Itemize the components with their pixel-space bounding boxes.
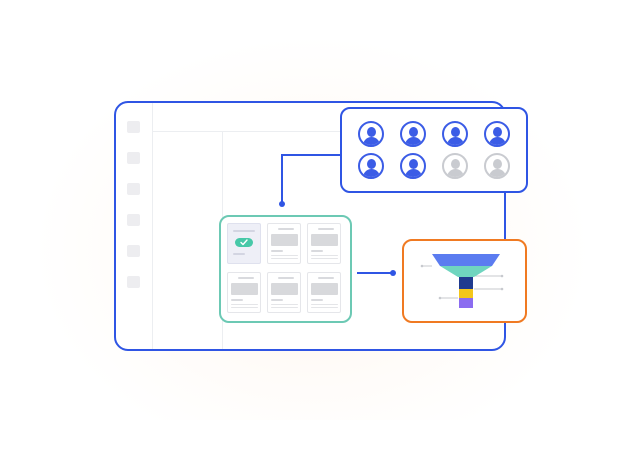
sidebar-item-icon[interactable] [127,183,140,195]
user-icon-inactive[interactable] [484,153,510,179]
user-icon[interactable] [442,121,468,147]
sidebar-item-icon[interactable] [127,152,140,164]
user-icon[interactable] [358,153,384,179]
audience-panel[interactable] [340,107,528,193]
user-icon[interactable] [358,121,384,147]
board-card-selected[interactable] [227,223,261,264]
check-icon [235,238,253,247]
board-card[interactable] [307,272,341,313]
sidebar-item-icon[interactable] [127,245,140,257]
funnel-panel[interactable] [402,239,527,323]
app-sidebar [116,103,153,349]
connector-dot [390,270,396,276]
board-panel[interactable] [219,215,352,323]
board-card[interactable] [307,223,341,264]
user-icon[interactable] [400,153,426,179]
board-card[interactable] [267,272,301,313]
user-icon[interactable] [484,121,510,147]
connector-dot [279,201,285,207]
user-icon-inactive[interactable] [442,153,468,179]
funnel-icon [420,254,504,308]
toolbar-divider [152,131,504,132]
board-card[interactable] [267,223,301,264]
sidebar-item-icon[interactable] [127,276,140,288]
sidebar-item-icon[interactable] [127,214,140,226]
board-card[interactable] [227,272,261,313]
connector-line [282,154,340,156]
connector-line [357,272,393,274]
connector-line [281,154,283,204]
user-icon[interactable] [400,121,426,147]
sidebar-item-icon[interactable] [127,121,140,133]
